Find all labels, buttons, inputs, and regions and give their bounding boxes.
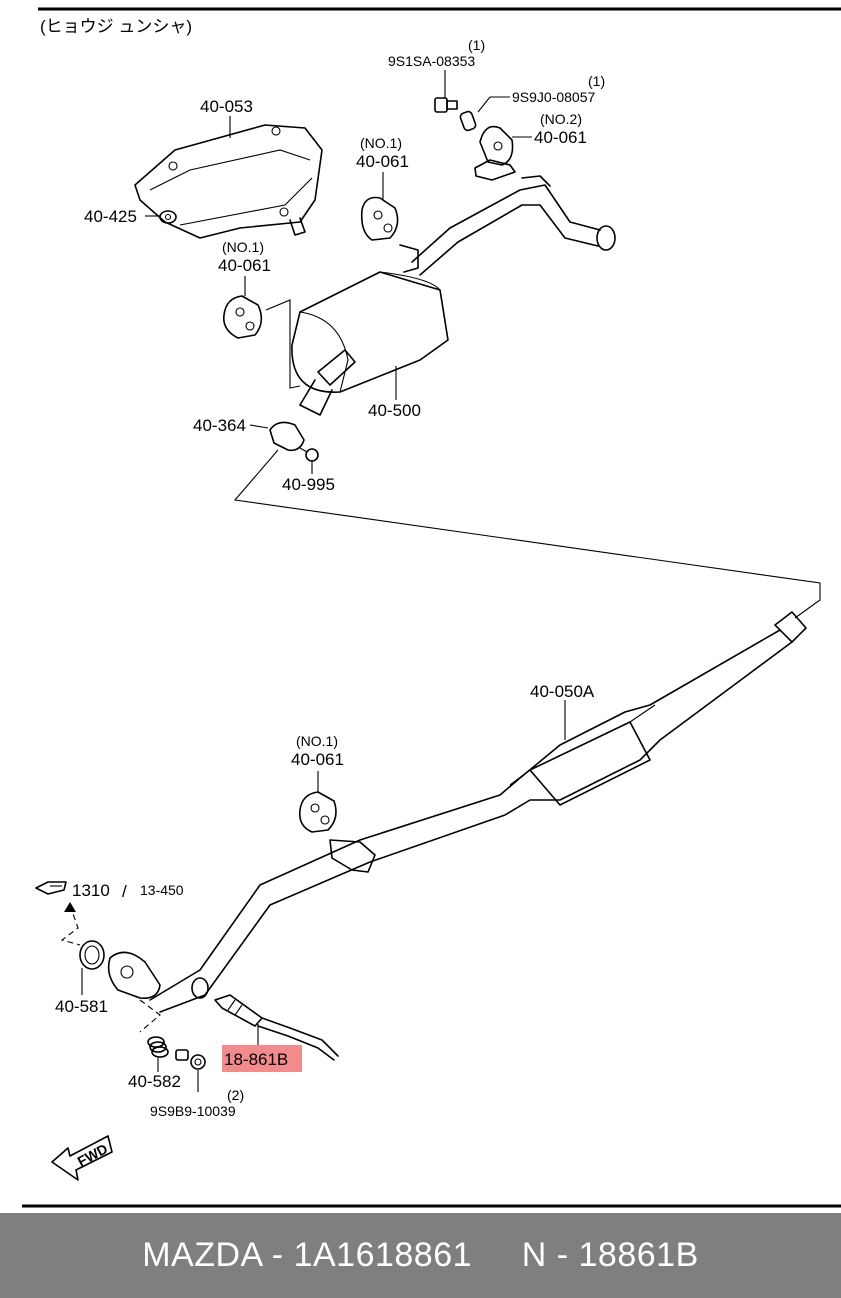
svg-text:/: / bbox=[122, 882, 127, 901]
label-muffler: 40-500 bbox=[368, 401, 421, 420]
label-hanger-low: 40-061 bbox=[291, 750, 344, 769]
flange-shape bbox=[107, 951, 161, 1000]
label-hanger-low-tag: (NO.1) bbox=[296, 733, 338, 749]
label-nut-qty: (2) bbox=[227, 1087, 244, 1103]
tail-pipe-shape bbox=[399, 175, 616, 276]
label-bolt-995: 40-995 bbox=[282, 475, 335, 494]
spring-shape bbox=[147, 1036, 169, 1058]
ring-gasket-shape bbox=[79, 940, 105, 970]
label-front-pipe: 40-050A bbox=[530, 682, 595, 701]
label-bolt: 9S1SA-08353 bbox=[388, 53, 475, 69]
bolt-995-shape bbox=[299, 447, 319, 462]
header-title: (ヒョウジ ュンシャ) bbox=[40, 17, 192, 36]
label-sensor: 18-861B bbox=[224, 1050, 288, 1069]
arrow-up-icon bbox=[64, 902, 76, 912]
muffler-shape bbox=[291, 271, 449, 416]
fwd-arrow-icon: FWD bbox=[51, 1135, 113, 1181]
pin-shape bbox=[459, 110, 477, 132]
label-hanger-mid: 40-061 bbox=[218, 256, 271, 275]
pipe-connector-shape bbox=[191, 977, 209, 999]
hand-pointer-icon bbox=[35, 881, 67, 895]
label-hanger-mid-tag: (NO.1) bbox=[222, 239, 264, 255]
label-ref-main: 1310 bbox=[72, 881, 110, 900]
sensor-highlight-box bbox=[222, 1045, 302, 1072]
label-bolt-qty: (1) bbox=[468, 37, 485, 53]
label-hanger-no2: 40-061 bbox=[534, 128, 587, 147]
label-nut-9s9b9: 9S9B9-10039 bbox=[150, 1103, 236, 1119]
label-hanger-no2-tag: (NO.2) bbox=[540, 111, 582, 127]
label-hanger-top-tag: (NO.1) bbox=[360, 135, 402, 151]
label-pin-qty: (1) bbox=[588, 73, 605, 89]
footer-part-number: MAZDA - 1A1618861 N - 18861B bbox=[142, 1236, 699, 1274]
heat-insulator-shape bbox=[134, 124, 323, 239]
label-nut: 40-425 bbox=[84, 207, 137, 226]
label-spring: 40-582 bbox=[128, 1072, 181, 1091]
nut-shape bbox=[159, 210, 177, 224]
hanger-no2-shape bbox=[474, 125, 516, 181]
front-pipe-shape bbox=[149, 611, 807, 1013]
hanger-top-shape bbox=[360, 196, 399, 241]
gasket-shape bbox=[269, 421, 305, 452]
bolt-shape bbox=[434, 97, 458, 113]
connection-line bbox=[233, 449, 821, 619]
exhaust-parts-diagram: (ヒョウジ ュンシャ) 40-053 40-425 (1) 9S1SA-0835… bbox=[22, 7, 841, 1208]
nut-9s9b9-shape bbox=[175, 1049, 206, 1070]
label-ref-sub: 13-450 bbox=[140, 882, 184, 898]
hanger-low-shape bbox=[298, 791, 337, 833]
hanger-mid-shape bbox=[222, 295, 263, 339]
label-hanger-top: 40-061 bbox=[356, 152, 409, 171]
label-heat-insulator: 40-053 bbox=[200, 97, 253, 116]
footer-bar: MAZDA - 1A1618861 N - 18861B bbox=[0, 1213, 841, 1298]
oxygen-sensor-shape bbox=[214, 994, 339, 1061]
label-ring-gasket: 40-581 bbox=[55, 997, 108, 1016]
label-gasket: 40-364 bbox=[193, 416, 246, 435]
label-pin: 9S9J0-08057 bbox=[512, 89, 596, 105]
